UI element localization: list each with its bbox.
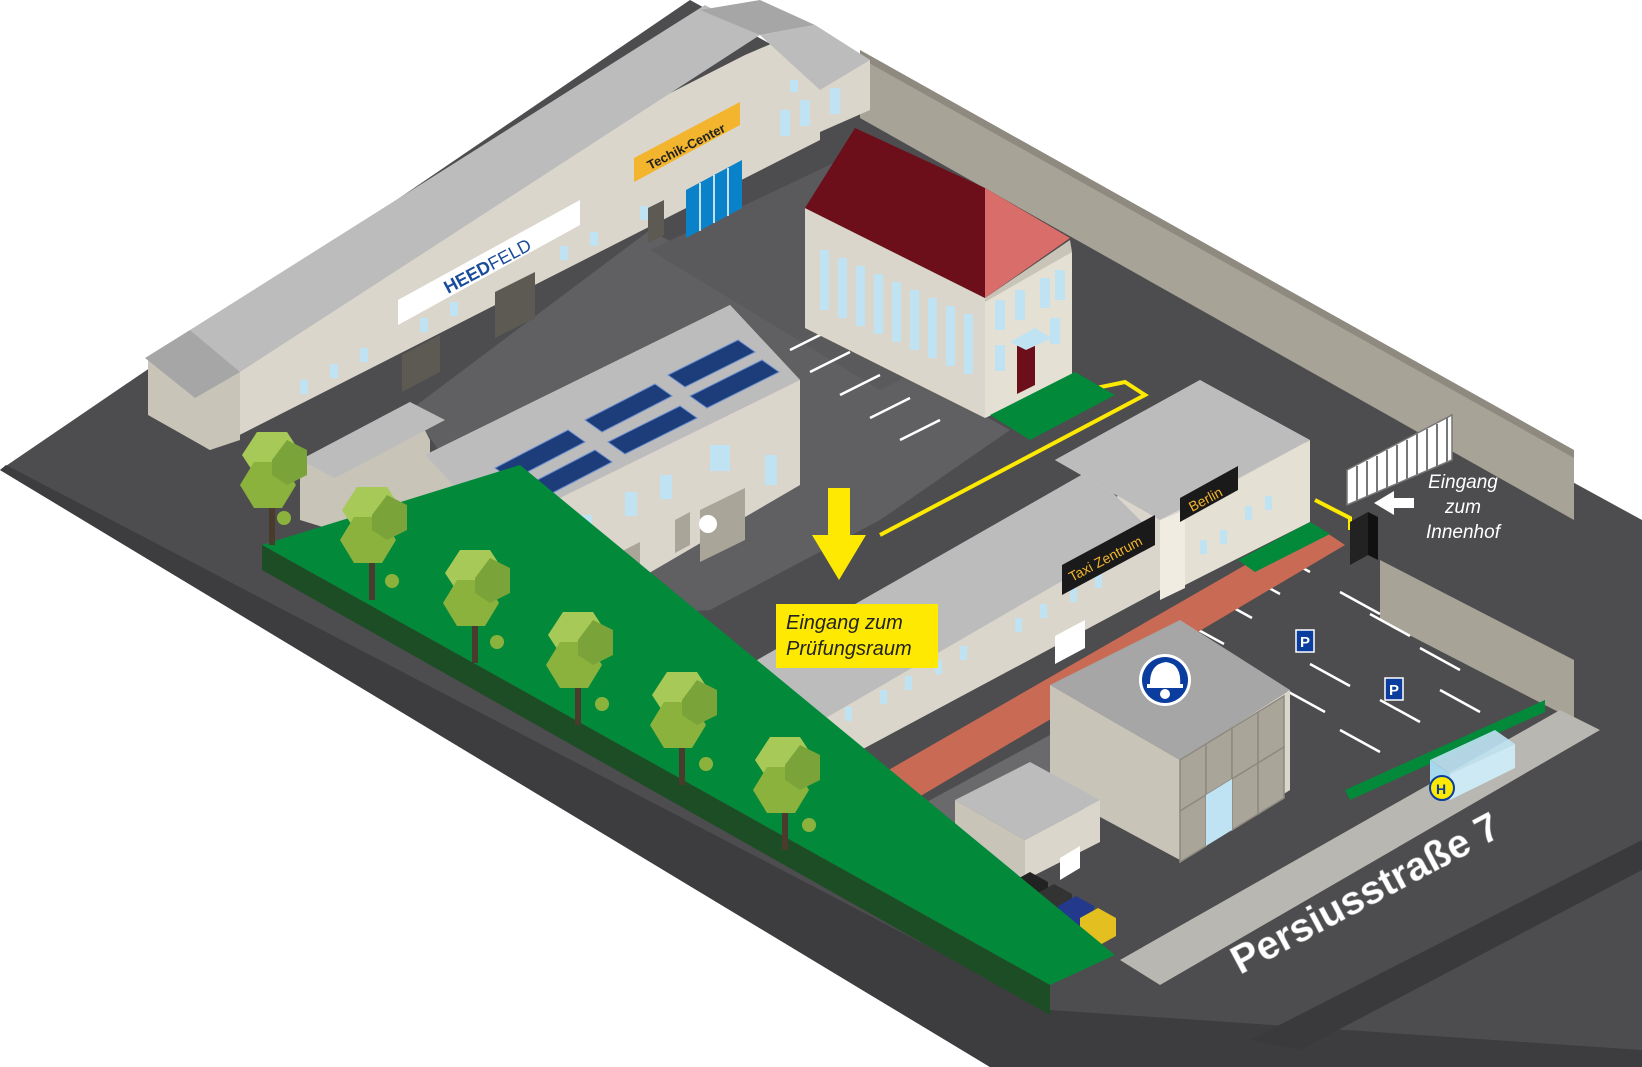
building-heedfeld: HEEDFELD Techik-Center xyxy=(145,0,870,450)
courtyard-line2: zum xyxy=(1445,497,1481,518)
courtyard-line1: Eingang xyxy=(1428,472,1498,493)
heedfeld-sign xyxy=(398,200,580,325)
parking-sign-1: P xyxy=(1295,629,1315,653)
courtyard-line3: Innenhof xyxy=(1426,522,1500,543)
bus-stop-label: H xyxy=(1436,781,1446,797)
exam-entrance-line1: Eingang zum xyxy=(786,612,903,634)
techik-center-sign xyxy=(634,102,740,182)
tree-icon xyxy=(443,550,510,663)
trees xyxy=(240,432,820,850)
bus-stop: H xyxy=(1345,700,1545,801)
arrow-down-icon xyxy=(812,488,866,580)
courtyard-entrance-label: Eingang zum Innenhof xyxy=(1408,470,1518,545)
taxi-zentrum-sign xyxy=(1062,515,1155,595)
tree-icon xyxy=(546,612,613,725)
building-historic xyxy=(805,128,1115,440)
exam-entrance-label: Eingang zum Prüfungsraum xyxy=(776,604,938,668)
tree-icon xyxy=(240,432,307,545)
tree-icon xyxy=(753,737,820,850)
tree-icon xyxy=(650,672,717,785)
berlin-sign xyxy=(1180,466,1238,522)
tree-icon xyxy=(340,487,407,600)
parking-sign-2: P xyxy=(1384,677,1404,701)
courtyard-gate xyxy=(1346,413,1453,565)
parking-sign-label-1: P xyxy=(1300,634,1310,651)
exam-entrance-line2: Prüfungsraum xyxy=(786,638,912,660)
bus-stop-icon: H xyxy=(1429,775,1455,801)
parking-sign-label-2: P xyxy=(1389,682,1399,699)
arrow-left-icon xyxy=(1374,491,1414,515)
safety-helmet-icon xyxy=(1139,654,1191,706)
